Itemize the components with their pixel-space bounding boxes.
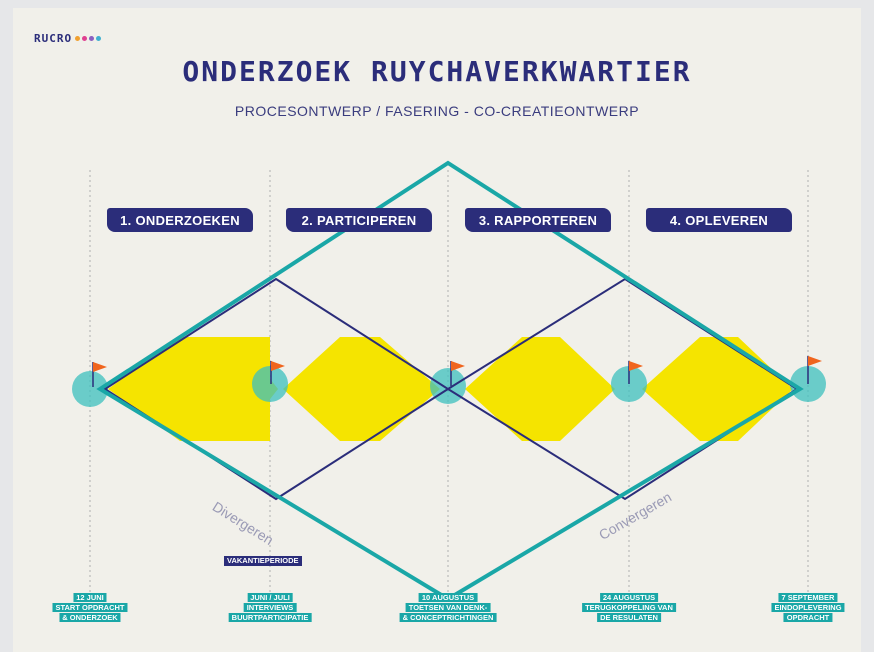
page-title: ONDERZOEK RUYCHAVERKWARTIER xyxy=(182,55,692,88)
yellow-diamond xyxy=(642,337,793,441)
flags xyxy=(92,356,822,387)
poster-background xyxy=(13,8,861,652)
milestone-line: EINDOPLEVERING xyxy=(771,603,845,612)
milestone-circle xyxy=(72,371,108,407)
phase-opleveren: 4. OPLEVEREN xyxy=(646,208,792,232)
milestone-line: DE RESULATEN xyxy=(597,613,661,622)
flag-icon xyxy=(628,361,643,384)
milestone-line: 7 SEPTEMBER xyxy=(778,593,838,602)
milestone-juni-juli: JUNI / JULI INTERVIEWS BUURTPARTICIPATIE xyxy=(228,593,312,623)
milestone-line: & ONDERZOEK xyxy=(59,613,121,622)
milestone-10-augustus: 10 AUGUSTUS TOETSEN VAN DENK- & CONCEPTR… xyxy=(399,593,497,623)
milestone-12-juni: 12 JUNI START OPDRACHT & ONDERZOEK xyxy=(52,593,128,623)
logo-dot xyxy=(89,36,95,41)
milestone-line: TERUGKOPPELING VAN xyxy=(582,603,676,612)
milestone-circle xyxy=(430,368,466,404)
milestone-line: START OPDRACHT xyxy=(52,603,128,612)
vakantie-badge: VAKANTIEPERIODE xyxy=(224,556,302,566)
milestone-line: INTERVIEWS xyxy=(243,603,297,612)
flag-icon xyxy=(270,361,285,384)
logo-dots xyxy=(75,36,102,41)
page-subtitle: PROCESONTWERP / FASERING - CO-CREATIEONT… xyxy=(234,103,640,119)
milestone-line: 10 AUGUSTUS xyxy=(418,593,478,602)
milestone-line: 24 AUGUSTUS xyxy=(599,593,659,602)
flag-icon xyxy=(450,361,465,386)
flag-icon xyxy=(92,362,107,387)
milestone-line: TOETSEN VAN DENK- xyxy=(405,603,491,612)
yellow-diamond xyxy=(180,337,278,441)
milestone-line: 12 JUNI xyxy=(73,593,107,602)
flag-icon xyxy=(807,356,822,384)
logo-text: RUCRO xyxy=(34,32,73,45)
milestone-line: BUURTPARTICIPATIE xyxy=(228,613,312,622)
ruyro-logo: RUCRO xyxy=(34,32,102,45)
logo-dot xyxy=(75,36,81,41)
yellow-diamond xyxy=(465,337,615,441)
milestone-line: JUNI / JULI xyxy=(247,593,293,602)
logo-dot xyxy=(82,36,88,41)
phase-onderzoeken: 1. ONDERZOEKEN xyxy=(107,208,253,232)
milestone-circle xyxy=(252,366,288,402)
milestone-line: & CONCEPTRICHTINGEN xyxy=(399,613,497,622)
phase-participeren: 2. PARTICIPEREN xyxy=(286,208,432,232)
milestone-24-augustus: 24 AUGUSTUS TERUGKOPPELING VAN DE RESULA… xyxy=(582,593,676,623)
phase-rapporteren: 3. RAPPORTEREN xyxy=(465,208,611,232)
milestone-7-september: 7 SEPTEMBER EINDOPLEVERING OPDRACHT xyxy=(771,593,845,623)
logo-dot xyxy=(96,36,102,41)
milestone-line: OPDRACHT xyxy=(783,613,833,622)
yellow-diamond xyxy=(283,337,440,441)
teal-diamond xyxy=(96,160,804,602)
